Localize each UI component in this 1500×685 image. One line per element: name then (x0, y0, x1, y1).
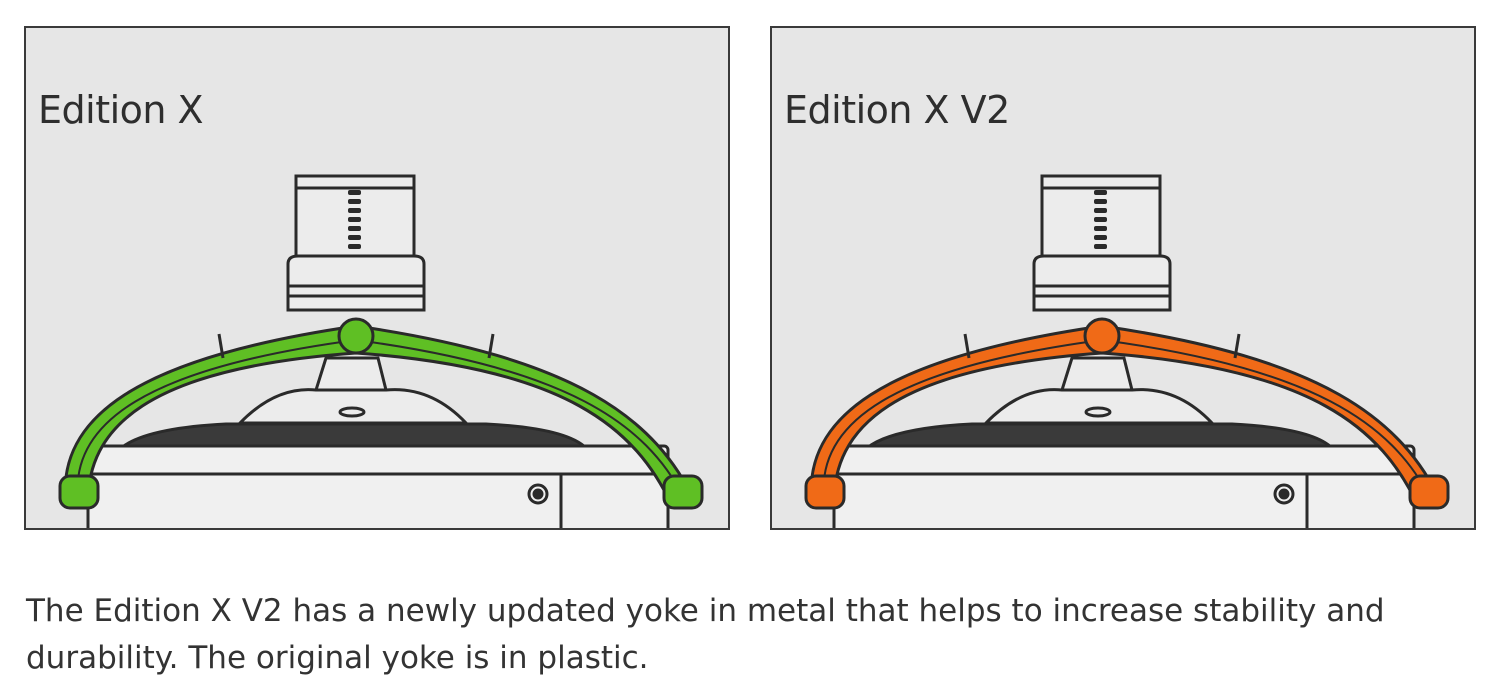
earcup (832, 422, 1416, 528)
cup-mount (982, 356, 1216, 425)
swivel-collar (286, 254, 426, 312)
panel-label-edition-x: Edition X (38, 88, 204, 132)
cup-mount (236, 356, 470, 425)
yoke (804, 317, 1450, 510)
headphone-diagram-edition-x (58, 174, 704, 528)
earcup (86, 422, 670, 528)
panel-edition-x: Edition X (24, 26, 730, 530)
panel-edition-x-v2: Edition X V2 (770, 26, 1476, 530)
headphone-diagram-edition-x-v2 (804, 174, 1450, 528)
caption-text: The Edition X V2 has a newly updated yok… (26, 593, 1385, 676)
adjust-holes (348, 190, 361, 249)
yoke (58, 317, 704, 510)
panel-label-edition-x-v2: Edition X V2 (784, 88, 1010, 132)
adjust-holes (1094, 190, 1107, 249)
swivel-collar (1032, 254, 1172, 312)
